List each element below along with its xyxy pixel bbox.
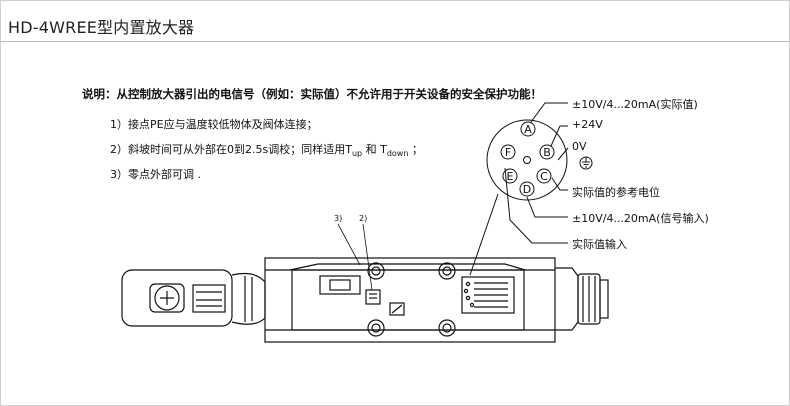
pin-e-label: ±10V/4...20mA(信号输入) — [572, 212, 709, 225]
connector-leader — [469, 193, 499, 276]
t-down-subscript: down — [386, 149, 409, 159]
pin-a-letter: A — [524, 123, 532, 136]
connector-center — [523, 156, 531, 164]
zero-adjust-screw — [367, 319, 385, 337]
callout-2: 2) — [359, 214, 367, 223]
pin-c-leader — [557, 147, 569, 161]
label-plate — [461, 276, 515, 314]
pin-d-label: 实际值的参考电位 — [572, 186, 660, 199]
note-item-2-end: ； — [408, 143, 423, 156]
pin-a-label: ±10V/4...20mA(实际值) — [572, 98, 698, 111]
pin-b — [539, 144, 555, 160]
pin-e-letter: E — [507, 170, 514, 183]
warning-note: 说明：从控制放大器引出的电信号（例如：实际值）不允许用于开关设备的安全保护功能！ — [82, 87, 542, 101]
pin-b-letter: B — [543, 146, 551, 159]
pin-a — [520, 121, 536, 137]
ramp-adjust-screw — [367, 262, 385, 280]
pin-c-letter: C — [540, 170, 548, 183]
note-item-3: 3）零点外部可调 . — [110, 168, 201, 181]
connector-face — [486, 119, 568, 201]
callout-3: 3) — [334, 214, 342, 223]
pin-a-leader — [530, 102, 568, 123]
pin-f — [500, 144, 516, 160]
t-up-subscript: up — [351, 149, 363, 159]
pin-f-leader — [504, 167, 568, 244]
right-connector — [555, 267, 579, 331]
pin-e-leader — [526, 196, 568, 218]
page-title: HD-4WREE型内置放大器 — [8, 18, 195, 37]
pin-d-letter: D — [523, 183, 531, 196]
solenoid-tube — [231, 272, 266, 325]
amplifier-module — [289, 263, 526, 271]
note-item-1: 1）接点PE应与温度较低物体及阀体连接； — [110, 118, 318, 131]
title-divider — [0, 41, 790, 42]
left-nameplate — [319, 275, 361, 295]
potentiometer — [365, 289, 381, 305]
pin-d-leader — [551, 177, 568, 191]
valve-housing — [264, 257, 556, 343]
pin-b-label: +24V — [572, 118, 603, 131]
pin-f-letter: F — [505, 146, 511, 159]
pin-c — [536, 168, 552, 184]
callout-3-leader — [337, 223, 361, 266]
pin-b-leader — [550, 125, 568, 147]
note-item-2-text: 2）斜坡时间可从外部在0到2.5s调校；同样适用T — [110, 143, 352, 156]
pin-d — [519, 181, 535, 197]
callout-2-leader — [362, 223, 373, 291]
pin-f-label: 实际值输入 — [572, 238, 627, 251]
note-item-2-and: 和 T — [362, 143, 387, 156]
pin-e — [502, 168, 518, 184]
note-item-2: 2）斜坡时间可从外部在0到2.5s调校；同样适用Tup 和 Tdown ； — [110, 141, 423, 158]
pin-c-label: 0V — [572, 140, 587, 153]
left-solenoid-body — [121, 269, 233, 327]
left-connector-plug — [154, 285, 180, 311]
